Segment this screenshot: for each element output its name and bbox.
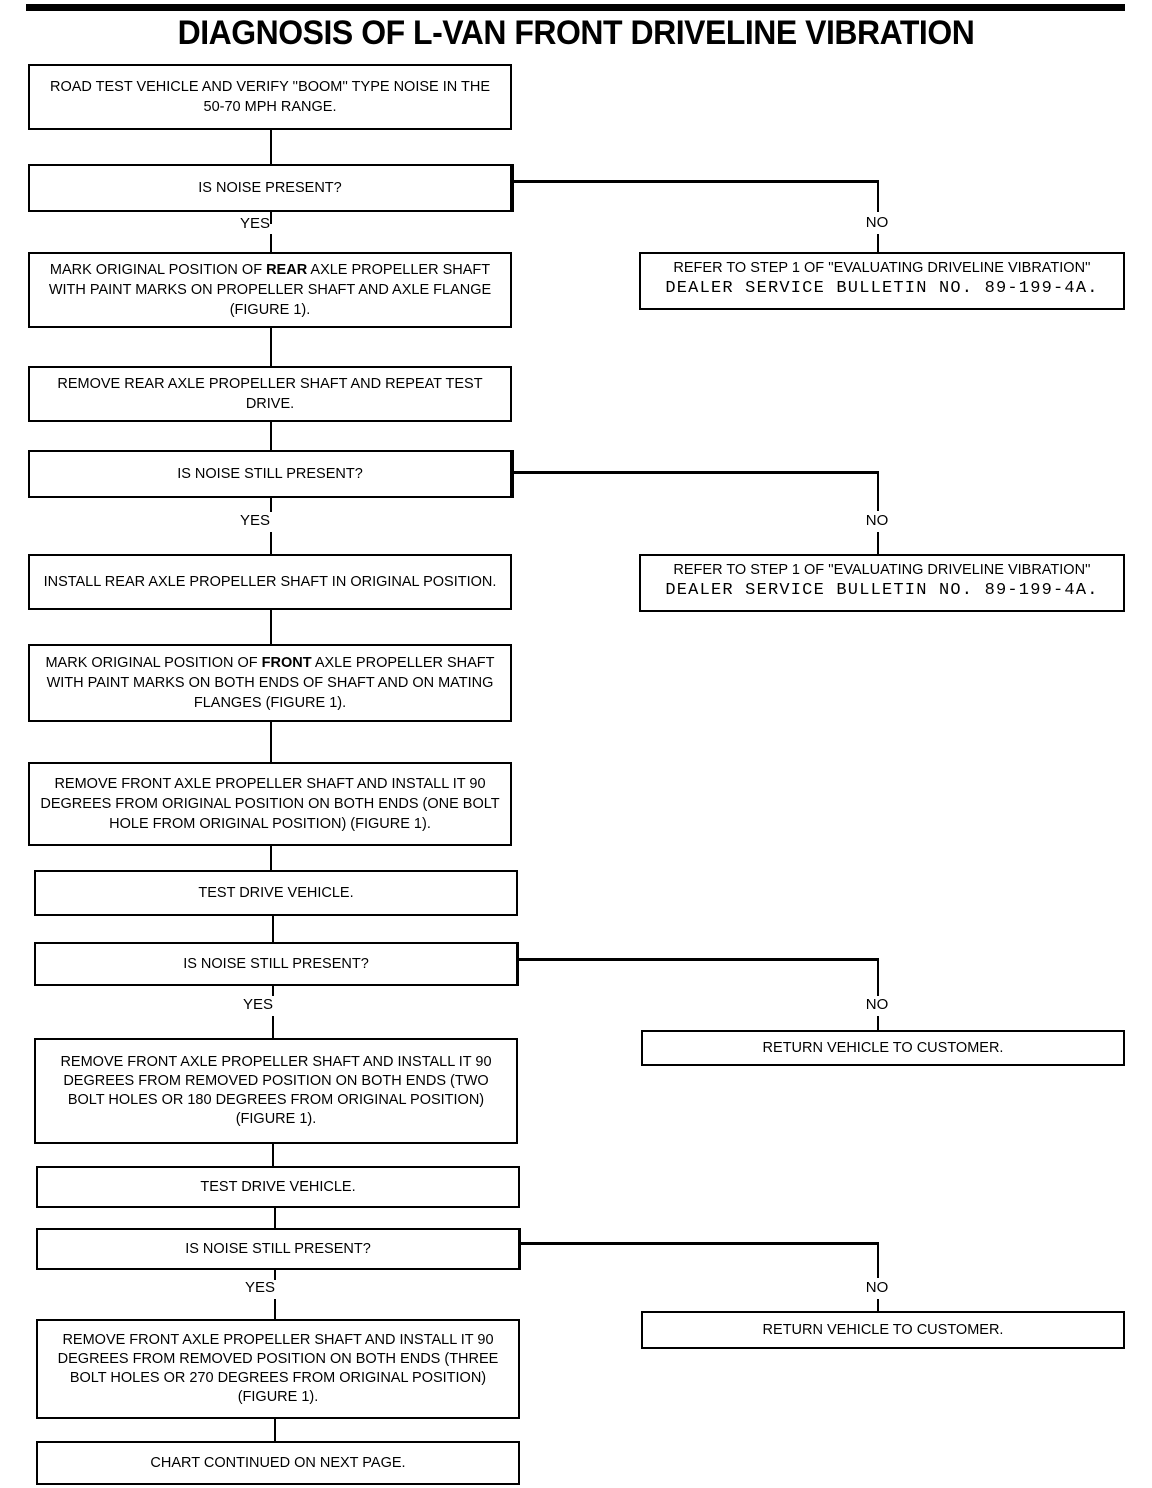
node-install-rear-label: INSTALL REAR AXLE PROPELLER SHAFT IN ORI…	[43, 574, 497, 590]
connector-decision1-yes	[270, 212, 272, 224]
connector-test-drive-2-to-decision4	[274, 1208, 276, 1228]
node-is-noise-still-present-2: IS NOISE STILL PRESENT?	[34, 942, 518, 986]
branch-label-no-1: NO	[865, 214, 889, 231]
branch-label-yes-1: YES	[239, 215, 270, 232]
emphasised-word: FRONT	[261, 655, 312, 671]
node-road-test-label: ROAD TEST VEHICLE AND VERIFY ''BOOM'' TY…	[49, 79, 490, 115]
node-return-customer-1: RETURN VEHICLE TO CUSTOMER.	[641, 1030, 1125, 1066]
node-refer-bulletin-2-line2: DEALER SERVICE BULLETIN NO. 89-199-4A.	[665, 581, 1099, 600]
node-remove-front-90: REMOVE FRONT AXLE PROPELLER SHAFT AND IN…	[28, 762, 512, 846]
connector-decision3-no-horizontal	[516, 958, 879, 961]
connector-decision2-yes	[270, 498, 272, 512]
node-refer-bulletin-2: REFER TO STEP 1 OF ''EVALUATING DRIVELIN…	[639, 554, 1125, 612]
node-remove-rear: REMOVE REAR AXLE PROPELLER SHAFT AND REP…	[28, 366, 512, 422]
connector-decision1-no-horizontal	[511, 180, 879, 183]
node-mark-front-label: MARK ORIGINAL POSITION OF FRONT AXLE PRO…	[45, 655, 495, 711]
connector-decision3-no-stub	[516, 942, 519, 986]
connector-decision4-no-drop2	[877, 1299, 879, 1319]
connector-remove-front-90-to-test-drive-1	[270, 846, 272, 870]
branch-label-yes-3: YES	[242, 996, 273, 1013]
node-refer-bulletin-1: REFER TO STEP 1 OF ''EVALUATING DRIVELIN…	[639, 252, 1125, 310]
connector-remove-front-180-to-test-drive-2	[272, 1144, 274, 1166]
connector-decision4-yes	[274, 1270, 276, 1280]
connector-decision4-no-stub	[518, 1228, 521, 1270]
branch-label-yes-4: YES	[244, 1279, 275, 1296]
connector-install-rear-to-mark-front	[270, 610, 272, 644]
node-is-noise-still-present-1: IS NOISE STILL PRESENT?	[28, 450, 512, 498]
node-remove-front-180: REMOVE FRONT AXLE PROPELLER SHAFT AND IN…	[34, 1038, 518, 1144]
connector-remove-rear-to-decision2	[270, 422, 272, 450]
node-test-drive-1: TEST DRIVE VEHICLE.	[34, 870, 518, 916]
node-remove-front-90-label: REMOVE FRONT AXLE PROPELLER SHAFT AND IN…	[40, 776, 500, 832]
node-return-customer-1-label: RETURN VEHICLE TO CUSTOMER.	[762, 1040, 1004, 1056]
connector-decision3-yes-lower	[272, 1016, 274, 1038]
node-road-test: ROAD TEST VEHICLE AND VERIFY ''BOOM'' TY…	[28, 64, 512, 130]
node-test-drive-1-label: TEST DRIVE VEHICLE.	[198, 885, 354, 901]
connector-decision1-no-drop	[877, 180, 879, 212]
node-mark-front: MARK ORIGINAL POSITION OF FRONT AXLE PRO…	[28, 644, 512, 722]
connector-decision2-yes-lower	[270, 532, 272, 554]
connector-decision2-no-drop	[877, 471, 879, 511]
node-remove-front-180-label: REMOVE FRONT AXLE PROPELLER SHAFT AND IN…	[60, 1054, 492, 1127]
node-chart-continued-label: CHART CONTINUED ON NEXT PAGE.	[150, 1455, 406, 1471]
branch-label-yes-2: YES	[239, 512, 270, 529]
node-refer-bulletin-1-line1: REFER TO STEP 1 OF ''EVALUATING DRIVELIN…	[673, 260, 1091, 276]
branch-label-no-2: NO	[865, 512, 889, 529]
node-install-rear: INSTALL REAR AXLE PROPELLER SHAFT IN ORI…	[28, 554, 512, 610]
connector-decision3-no-drop2	[877, 1016, 879, 1038]
branch-label-no-4: NO	[865, 1279, 889, 1296]
emphasised-word: REAR	[266, 262, 308, 278]
connector-decision1-no-stub	[511, 164, 514, 212]
node-is-noise-still-present-3-label: IS NOISE STILL PRESENT?	[185, 1241, 371, 1257]
node-remove-front-270-label: REMOVE FRONT AXLE PROPELLER SHAFT AND IN…	[57, 1332, 499, 1405]
connector-decision2-no-drop2	[877, 532, 879, 554]
connector-decision3-no-drop	[877, 958, 879, 996]
node-is-noise-still-present-2-label: IS NOISE STILL PRESENT?	[183, 956, 369, 972]
node-remove-rear-label: REMOVE REAR AXLE PROPELLER SHAFT AND REP…	[57, 376, 483, 412]
node-return-customer-2: RETURN VEHICLE TO CUSTOMER.	[641, 1311, 1125, 1349]
connector-decision1-no-drop2	[877, 234, 879, 252]
node-is-noise-present: IS NOISE PRESENT?	[28, 164, 512, 212]
node-remove-front-270: REMOVE FRONT AXLE PROPELLER SHAFT AND IN…	[36, 1319, 520, 1419]
node-test-drive-2: TEST DRIVE VEHICLE.	[36, 1166, 520, 1208]
title-rule	[26, 4, 1125, 11]
connector-decision3-yes	[272, 986, 274, 996]
branch-label-no-3: NO	[865, 996, 889, 1013]
node-test-drive-2-label: TEST DRIVE VEHICLE.	[200, 1179, 356, 1195]
connector-decision2-no-stub	[511, 450, 514, 498]
connector-decision2-no-horizontal	[511, 471, 879, 474]
node-return-customer-2-label: RETURN VEHICLE TO CUSTOMER.	[762, 1322, 1004, 1338]
node-mark-rear-label: MARK ORIGINAL POSITION OF REAR AXLE PROP…	[48, 262, 492, 318]
page-title: DIAGNOSIS OF L-VAN FRONT DRIVELINE VIBRA…	[177, 14, 975, 52]
connector-road-test-to-decision1	[270, 130, 272, 164]
connector-remove-front-270-to-chart-continued	[274, 1419, 276, 1441]
node-chart-continued: CHART CONTINUED ON NEXT PAGE.	[36, 1441, 520, 1485]
connector-decision4-no-drop	[877, 1242, 879, 1278]
connector-mark-front-to-remove-front-90	[270, 722, 272, 762]
connector-decision1-yes-lower	[270, 234, 272, 252]
node-refer-bulletin-1-line2: DEALER SERVICE BULLETIN NO. 89-199-4A.	[665, 279, 1099, 298]
connector-mark-rear-to-remove-rear	[270, 328, 272, 366]
node-refer-bulletin-2-line1: REFER TO STEP 1 OF ''EVALUATING DRIVELIN…	[673, 562, 1091, 578]
node-is-noise-still-present-3: IS NOISE STILL PRESENT?	[36, 1228, 520, 1270]
connector-decision4-yes-lower	[274, 1299, 276, 1319]
node-mark-rear: MARK ORIGINAL POSITION OF REAR AXLE PROP…	[28, 252, 512, 328]
connector-test-drive-1-to-decision3	[272, 916, 274, 942]
node-is-noise-still-present-1-label: IS NOISE STILL PRESENT?	[177, 466, 363, 482]
node-is-noise-present-label: IS NOISE PRESENT?	[198, 180, 342, 196]
connector-decision4-no-horizontal	[518, 1242, 879, 1245]
